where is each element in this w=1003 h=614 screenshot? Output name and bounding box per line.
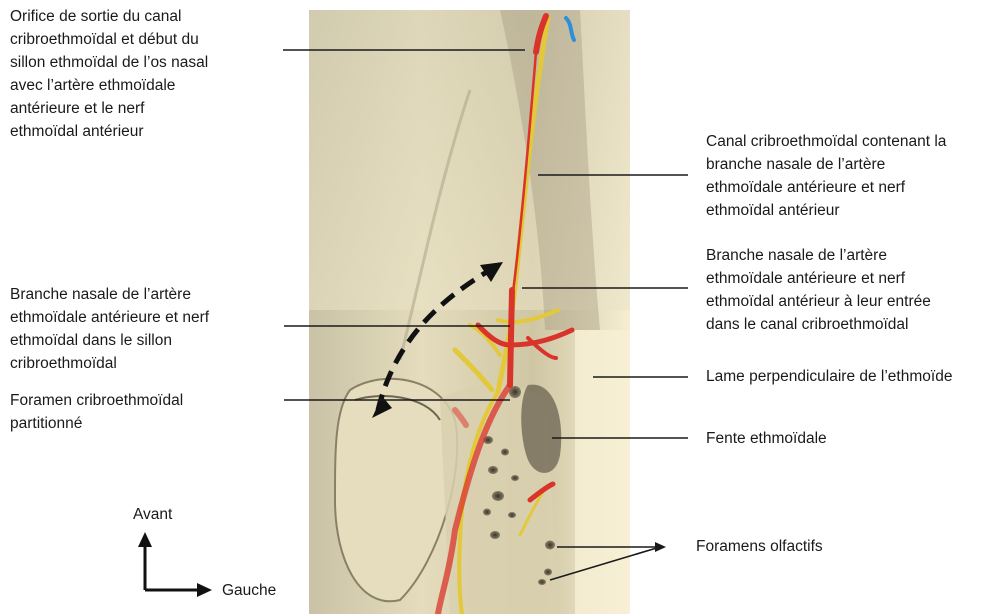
label-gauche: Gauche [222, 579, 276, 602]
label-branche-sillon: Branche nasale de l’artère ethmoïdale an… [10, 283, 280, 375]
arrow-right-icon [197, 583, 212, 597]
arrow-up-icon [138, 532, 152, 547]
label-lame-perpendiculaire: Lame perpendiculaire de l’ethmoïde [706, 365, 1001, 388]
label-foramens-olfactifs: Foramens olfactifs [696, 535, 991, 558]
orientation-axes [145, 545, 200, 590]
label-foramen-cribroethmoidal: Foramen cribroethmoïdal partitionné [10, 389, 280, 435]
label-fente-ethmoidale: Fente ethmoïdale [706, 427, 1001, 450]
label-branche-entree: Branche nasale de l’artère ethmoïdale an… [706, 244, 1001, 336]
label-orifice-sortie: Orifice de sortie du canal cribroethmoïd… [10, 5, 280, 143]
label-avant: Avant [133, 503, 172, 526]
label-canal-cribroethmoidal: Canal cribroethmoïdal contenant la branc… [706, 130, 1001, 222]
